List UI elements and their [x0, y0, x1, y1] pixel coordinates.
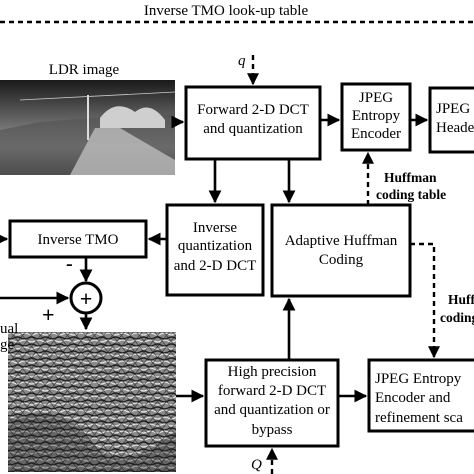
- inverse-quant-line-3: and 2-D DCT: [174, 258, 257, 274]
- inverse-quant-line-2: quantization: [178, 238, 253, 254]
- forward-dct-line-1: Forward 2-D DCT: [197, 102, 309, 118]
- inverse-tmo-label: Inverse TMO: [38, 232, 119, 248]
- forward-dct-box: [184, 85, 322, 161]
- jpeg-header-box: [428, 86, 474, 154]
- high-precision-line-4: bypass: [252, 422, 293, 438]
- jpeg-refine-line-2: Encoder and: [375, 390, 451, 406]
- high-precision-line-3: and quantization or: [214, 402, 330, 418]
- huffman-right-line-1: Huffi: [448, 292, 474, 307]
- residual-label-2: ge: [0, 337, 15, 353]
- high-precision-box: [204, 358, 340, 448]
- adaptive-huffman-box: [270, 203, 412, 298]
- jpeg-refine-line-1: JPEG Entropy: [375, 371, 462, 387]
- jpeg-entropy-line-2: Entropy: [352, 108, 401, 124]
- adder-symbol: +: [80, 286, 93, 311]
- lut-label: Inverse TMO look-up table: [144, 3, 309, 19]
- plus-sign: +: [42, 302, 55, 327]
- jpeg-header-line-1: JPEG: [436, 101, 470, 117]
- inverse-quant-box: [165, 203, 265, 297]
- residual-label-1: ual: [0, 321, 18, 337]
- jpeg-entropy-line-3: Encoder: [351, 126, 401, 142]
- huffman-table-line-1: Huffman: [384, 170, 437, 185]
- q-top-label: q: [238, 53, 246, 69]
- q-bottom-label: Q: [251, 457, 262, 473]
- jpeg-refine-box: [367, 358, 474, 433]
- inverse-tmo-box: [8, 219, 148, 259]
- minus-sign: -: [66, 253, 73, 275]
- jpeg-refine-line-3: refinement sca: [375, 410, 463, 426]
- huffman-table-line-2: coding table: [376, 187, 446, 202]
- forward-dct-line-2: and quantization: [203, 121, 303, 137]
- ldr-image: [0, 80, 176, 175]
- ldr-image-label: LDR image: [49, 62, 120, 78]
- residual-image: [8, 332, 176, 472]
- high-precision-line-1: High precision: [228, 364, 317, 380]
- huffman-right-arrow: [410, 242, 440, 359]
- adaptive-huffman-line-2: Coding: [319, 252, 364, 268]
- jpeg-entropy-line-1: JPEG: [359, 90, 393, 106]
- inverse-quant-line-1: Inverse: [193, 220, 237, 236]
- high-precision-line-2: forward 2-D DCT: [218, 383, 326, 399]
- jpeg-header-line-2: Header: [436, 120, 474, 136]
- jpeg-entropy-box: [340, 82, 412, 152]
- huffman-right-line-2: coding: [440, 310, 474, 325]
- adaptive-huffman-line-1: Adaptive Huffman: [285, 233, 398, 249]
